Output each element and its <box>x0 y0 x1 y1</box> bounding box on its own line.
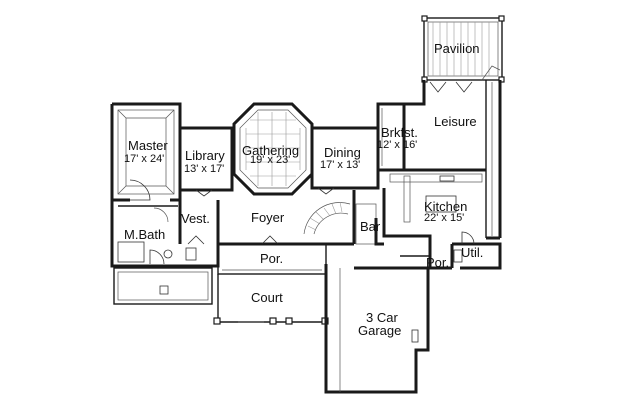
breakfast-walls <box>376 102 404 172</box>
bar-walls <box>374 218 384 246</box>
room-label-bar: Bar <box>360 219 381 234</box>
room-label-court: Court <box>251 290 283 305</box>
room-dim-kitchen: 22' x 15' <box>424 212 464 224</box>
room-label-vest: Vest. <box>181 211 210 226</box>
room-label-pavilion: Pavilion <box>434 41 480 56</box>
room-dim-brkfst: 12' x 16' <box>377 139 417 151</box>
porch-structure <box>217 243 327 275</box>
library-walls <box>180 126 234 197</box>
garage-walls <box>324 264 430 394</box>
gathering-walls <box>232 102 314 196</box>
room-label-garage-line2: Garage <box>358 323 401 338</box>
room-labels: Pavilion Leisure Brkfst. 12' x 16' Maste… <box>124 41 483 338</box>
leisure-walls <box>402 80 502 238</box>
pavilion-structure <box>421 15 505 83</box>
room-label-brkfst: Brkfst. <box>381 125 418 140</box>
room-label-por-front: Por. <box>260 251 283 266</box>
room-label-gathering: Gathering <box>242 143 299 158</box>
room-label-garage-line1: 3 Car <box>366 310 398 325</box>
room-label-library: Library <box>185 148 225 163</box>
room-dim-gathering: 19' x 23' <box>250 154 290 166</box>
room-label-master: Master <box>128 138 168 153</box>
room-label-leisure: Leisure <box>434 114 477 129</box>
terrace-left <box>113 267 213 305</box>
room-label-por-side: Por. <box>426 255 449 270</box>
room-label-mbath: M.Bath <box>124 227 165 242</box>
kitchen-walls <box>382 168 500 244</box>
room-dim-library: 13' x 17' <box>184 163 224 175</box>
room-label-util: Util. <box>461 245 483 260</box>
room-label-foyer: Foyer <box>251 210 285 225</box>
dining-walls <box>310 126 380 195</box>
room-dim-dining: 17' x 13' <box>320 159 360 171</box>
room-dim-master: 17' x 24' <box>124 153 164 165</box>
service-walls <box>400 231 502 270</box>
room-label-kitchen: Kitchen <box>424 199 467 214</box>
room-label-dining: Dining <box>324 145 361 160</box>
